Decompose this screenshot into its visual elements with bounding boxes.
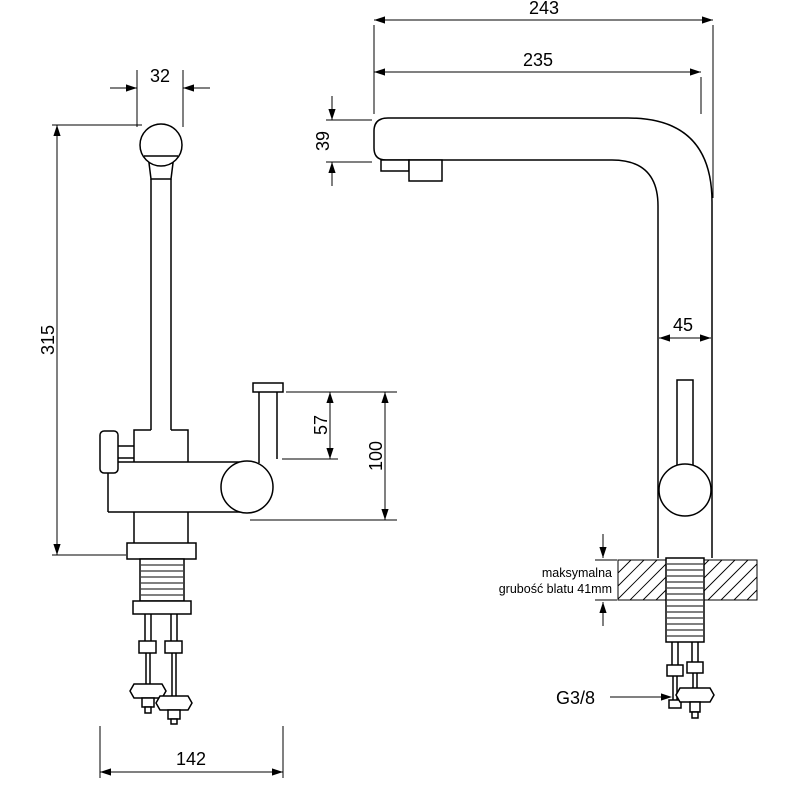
- dimension-overall-width: 142: [99, 726, 284, 778]
- dimension-total-depth: 243: [373, 0, 714, 198]
- side-view: 243 235 39 45 maksymalna: [313, 0, 758, 719]
- note-line-1: maksymalna: [542, 566, 612, 580]
- dim-label-overall-width: 142: [176, 749, 206, 769]
- dim-label-outlet-drop: 100: [366, 441, 386, 471]
- dim-label-total-depth: 243: [529, 0, 559, 18]
- dimension-total-height: 315: [38, 124, 142, 556]
- dim-label-total-height: 315: [38, 325, 58, 355]
- countertop-thickness-note: maksymalna grubość blatu 41mm: [499, 534, 617, 626]
- dimension-spout-reach: 235: [374, 50, 702, 114]
- side-hose-connector: [675, 687, 715, 703]
- front-mounting-nut: [132, 600, 192, 615]
- dim-label-spout-thickness: 39: [313, 131, 333, 151]
- front-hose-connector-right: [155, 695, 193, 711]
- front-base-flange: [126, 542, 197, 560]
- dimension-spout-drop: 57: [282, 391, 397, 460]
- note-line-2: grubość blatu 41mm: [499, 582, 612, 596]
- dim-label-body-width: 45: [673, 315, 693, 335]
- dim-label-spout-reach: 235: [523, 50, 553, 70]
- front-threaded-shank: [139, 558, 185, 602]
- side-aerator-step: [380, 159, 410, 172]
- front-joint: [220, 460, 274, 514]
- dimension-head-width: 32: [110, 66, 210, 127]
- front-spout-cap: [252, 382, 284, 393]
- dimension-outlet-drop: 100: [250, 392, 397, 521]
- thread-callout: G3/8: [556, 688, 672, 708]
- side-faucet-outline: [373, 117, 758, 719]
- front-side-lever: [99, 430, 119, 474]
- dimension-spout-thickness: 39: [313, 96, 372, 186]
- front-view: 32 315 57 100 142: [38, 66, 397, 778]
- front-faucet-outline: [99, 123, 284, 725]
- thread-size-label: G3/8: [556, 688, 595, 708]
- side-handle-lever: [676, 379, 694, 467]
- front-head: [139, 123, 183, 167]
- dim-label-spout-drop: 57: [311, 415, 331, 435]
- dim-label-head-width: 32: [150, 66, 170, 86]
- dimension-body-width: 45: [659, 315, 711, 342]
- side-aerator: [408, 159, 443, 182]
- side-handle-ball: [658, 463, 712, 517]
